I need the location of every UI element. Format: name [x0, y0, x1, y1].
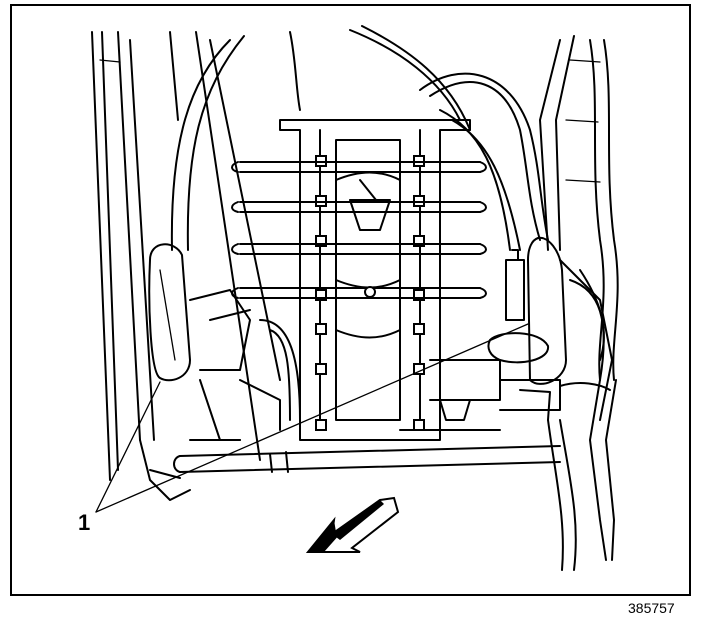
left-connector [148, 243, 301, 441]
figure-id: 385757 [628, 600, 675, 616]
callout-label-1: 1 [78, 510, 90, 535]
right-seat-frame [539, 35, 619, 571]
center-bracket [231, 119, 487, 441]
lower-cross-tube [173, 359, 561, 473]
right-connector [487, 236, 611, 421]
diagram-frame [10, 4, 691, 596]
front-direction-arrow [305, 496, 400, 553]
harness-wires [170, 25, 549, 251]
callout-leaders [95, 323, 529, 513]
left-seat-frame [91, 31, 281, 501]
